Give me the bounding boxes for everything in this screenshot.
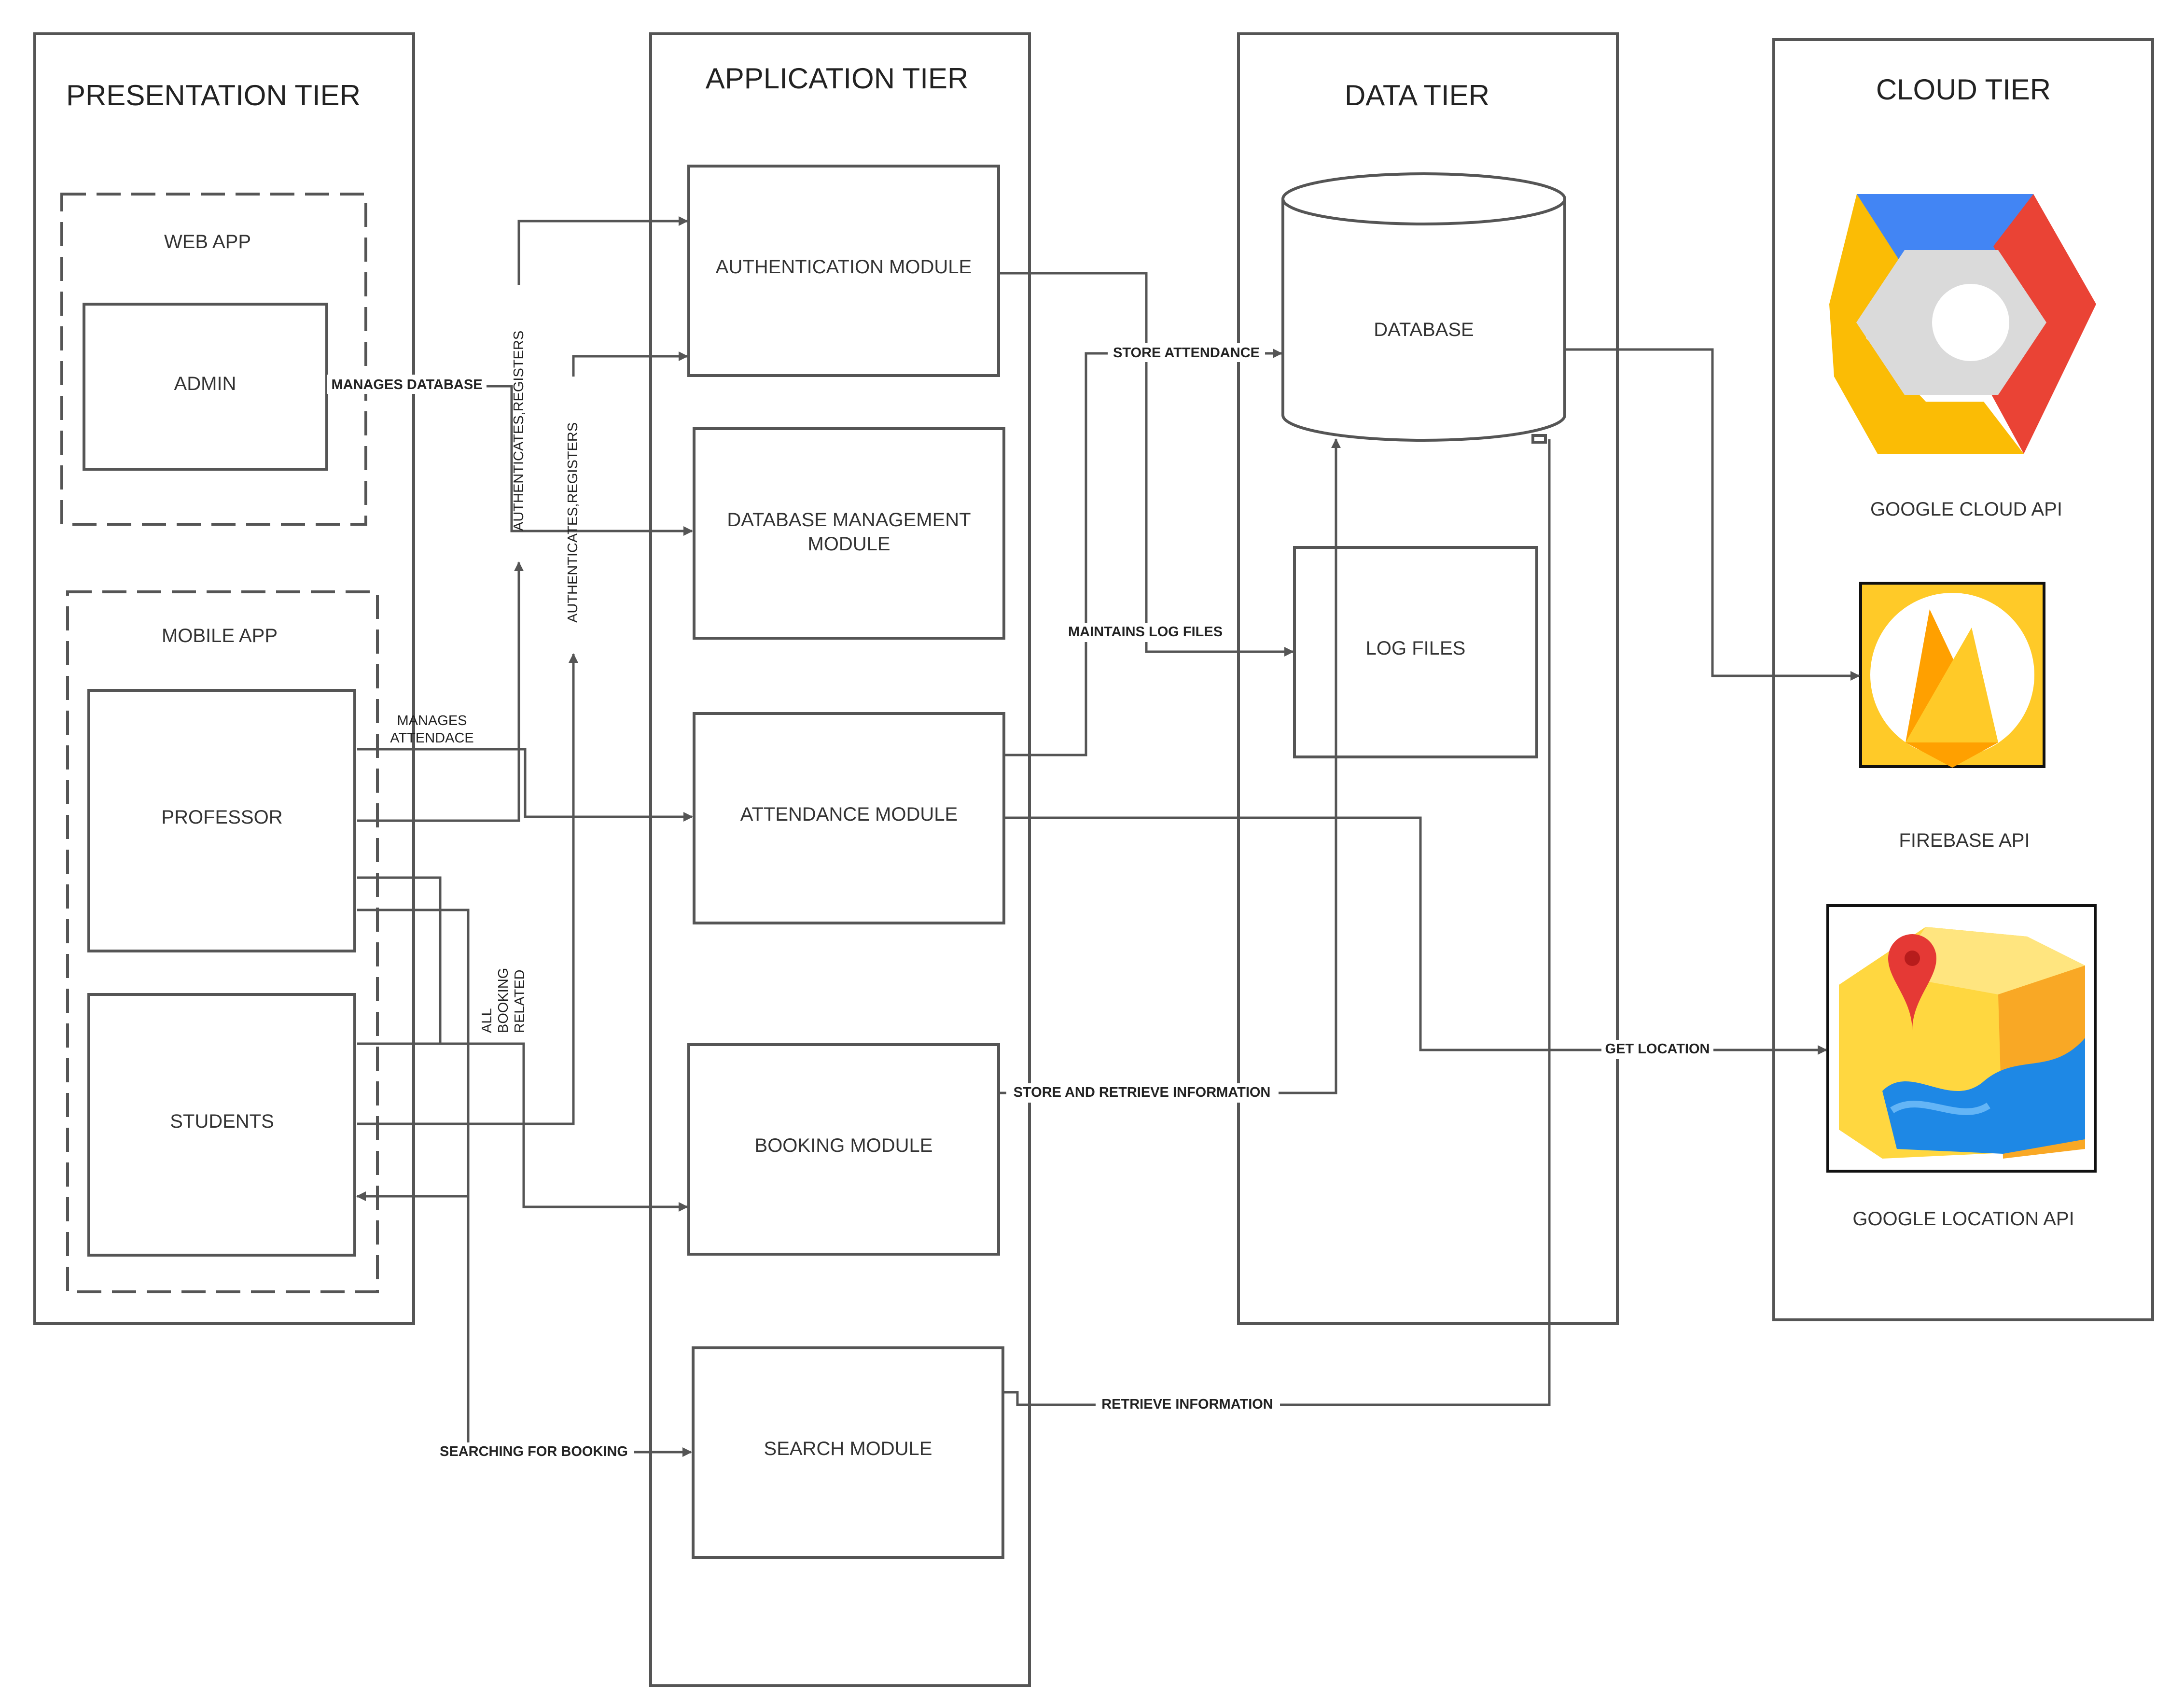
booking-module-label: BOOKING MODULE [755,1135,933,1156]
cloud-tier-panel [1772,38,2154,1321]
label-retrieve-information: RETRIEVE INFORMATION [1101,1397,1273,1412]
attendance-module-label: ATTENDANCE MODULE [740,804,958,825]
label-authenticates-registers-1: AUTHENTICATES,REGISTERS [511,331,527,531]
database-label: DATABASE [1374,319,1474,340]
label-manages-attendance-line1: MANAGES [397,713,467,728]
edge-professor-manages-attendance [357,748,693,822]
edge-attendance-store-attendance [1005,349,1282,756]
edge-searching-for-booking [467,1196,692,1457]
edge-professor-booking [357,876,442,1045]
label-authenticates-registers-2: AUTHENTICATES,REGISTERS [565,422,581,623]
label-store-attendance: STORE ATTENDANCE [1113,345,1260,361]
web-app-group [60,193,367,526]
students-label: STUDENTS [170,1111,274,1132]
database-management-module-label-line2: MODULE [807,533,890,555]
edge-all-booking-related [357,1042,688,1212]
edge-attendance-get-location [1005,816,1827,1055]
search-module-box[interactable] [692,1346,1004,1559]
application-tier-title: APPLICATION TIER [706,62,969,95]
label-store-and-retrieve: STORE AND RETRIEVE INFORMATION [1014,1085,1271,1100]
cloud-tier-title: CLOUD TIER [1876,73,2051,106]
database-management-module-box[interactable] [693,427,1005,640]
database-cylinder[interactable] [1281,172,1566,442]
professor-box[interactable] [87,689,356,952]
google-cloud-icon [1829,194,2096,454]
edge-booking-related [356,909,470,1201]
label-get-location: GET LOCATION [1605,1041,1710,1057]
google-location-api-label: GOOGLE LOCATION API [1852,1208,2074,1230]
edge-search-retrieve-information [1004,439,1551,1406]
label-manages-database: MANAGES DATABASE [331,377,482,392]
mobile-app-label: MOBILE APP [162,625,278,646]
edge-admin-manages-database [327,385,693,536]
edge-auth-maintains-log-files [999,272,1294,657]
label-all-booking-line3: RELATED [512,969,528,1033]
log-files-label: LOG FILES [1366,638,1466,659]
authentication-module-label: AUTHENTICATION MODULE [716,256,972,278]
label-manages-attendance-line2: ATTENDACE [390,730,473,746]
log-files-box[interactable] [1293,546,1538,758]
students-box[interactable] [87,993,356,1257]
edge-database-firebase [1566,348,1860,681]
search-module-label: SEARCH MODULE [764,1438,932,1459]
label-all-booking-line2: BOOKING [496,968,511,1033]
database-management-module-label-line1: DATABASE MANAGEMENT [727,509,971,531]
google-cloud-api-label: GOOGLE CLOUD API [1870,499,2062,520]
database-connector-nub [1531,434,1547,444]
authentication-module-box[interactable] [687,165,1000,377]
application-tier-panel [649,32,1031,1687]
edge-admin-authenticates [517,216,688,285]
data-tier-panel [1237,32,1619,1325]
presentation-tier-panel [33,32,415,1325]
firebase-api-label: FIREBASE API [1899,830,2030,851]
admin-label: ADMIN [174,373,236,394]
attendance-module-box[interactable] [693,712,1005,924]
edge-students-authenticates [357,653,578,1125]
mobile-app-group [66,590,379,1293]
presentation-tier-title: PRESENTATION TIER [66,79,361,112]
edge-booking-store-retrieve [1000,438,1341,1094]
edge-professor-authenticates [357,561,524,822]
professor-label: PROFESSOR [161,807,282,828]
data-tier-title: DATA TIER [1345,79,1489,112]
edge-students-authenticates-upper [572,351,688,377]
label-all-booking-line1: ALL [479,1008,495,1033]
google-location-icon [1826,904,2097,1173]
firebase-icon [1859,582,2045,768]
label-maintains-log-files: MAINTAINS LOG FILES [1068,624,1223,640]
web-app-label: WEB APP [164,231,251,252]
label-searching-for-booking: SEARCHING FOR BOOKING [440,1444,628,1459]
booking-module-box[interactable] [687,1043,1000,1256]
